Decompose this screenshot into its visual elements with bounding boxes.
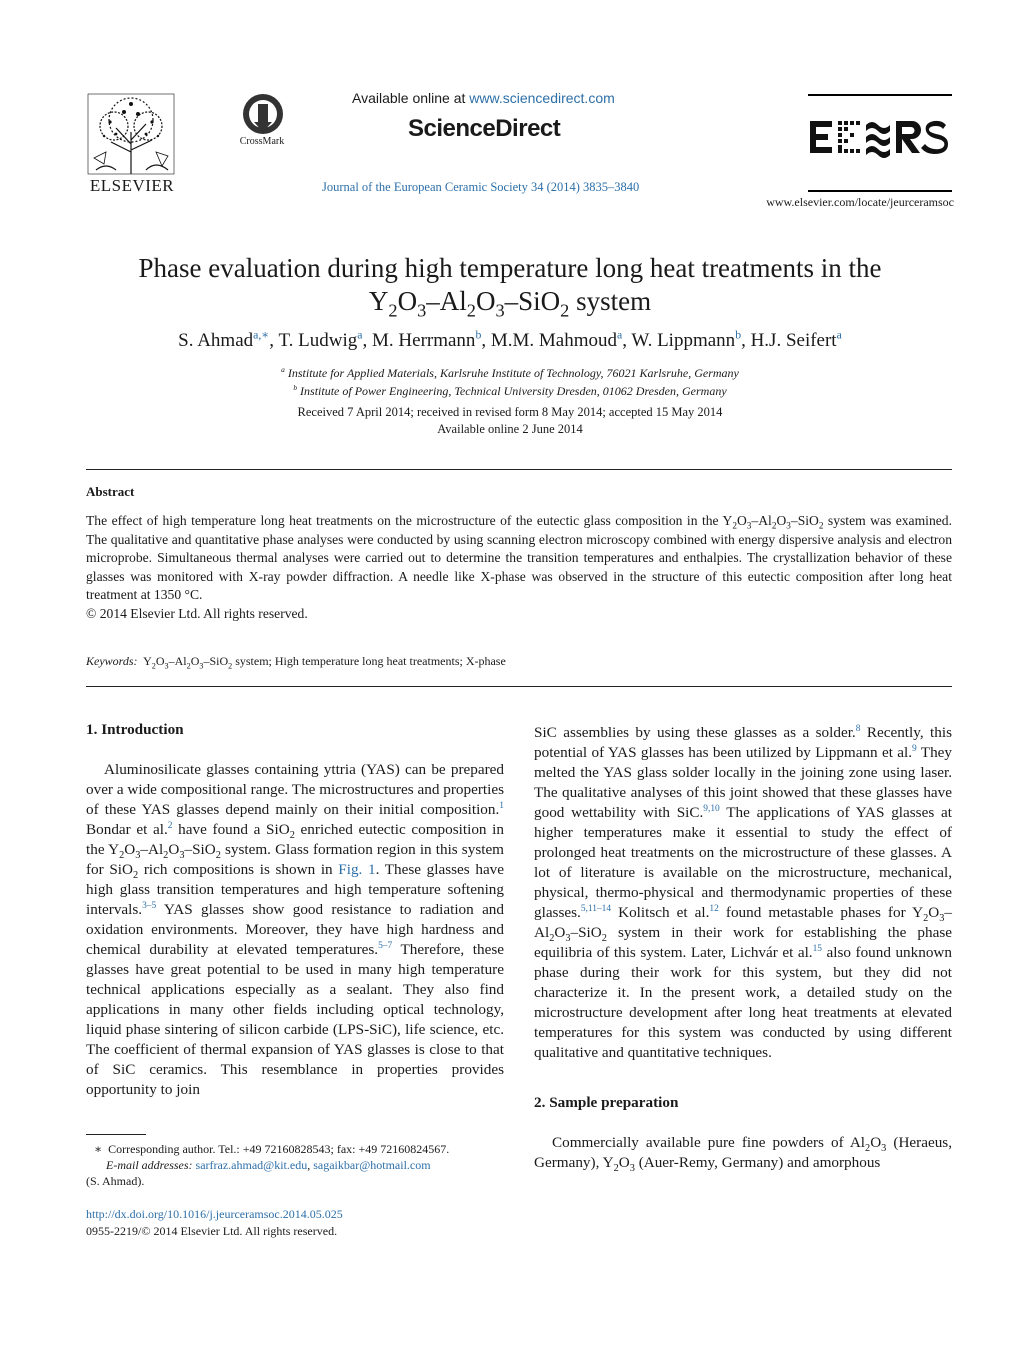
footnote-rule — [86, 1134, 146, 1135]
author-name: M.M. Mahmoud — [490, 330, 617, 351]
abstract-copyright: © 2014 Elsevier Ltd. All rights reserved… — [86, 605, 308, 621]
corresponding-author: Corresponding author. Tel.: +49 72160828… — [108, 1142, 450, 1156]
footnote-author: (S. Ahmad). — [86, 1174, 145, 1188]
ecers-logo — [810, 120, 948, 158]
intro-paragraph-continued: SiC assemblies by using these glasses as… — [534, 723, 952, 1061]
affil-text: Institute for Applied Materials, Karlsru… — [287, 366, 739, 380]
keywords-text: system; High temperature long heat treat… — [235, 654, 506, 668]
author-affil-mark[interactable]: a,∗ — [253, 328, 270, 342]
section-heading-intro: 1. Introduction — [86, 721, 184, 738]
footnote: ∗ Corresponding author. Tel.: +49 721608… — [86, 1141, 506, 1189]
author-affil-mark[interactable]: a — [836, 328, 842, 342]
sciencedirect-logo: ScienceDirect — [408, 115, 561, 142]
abstract-heading: Abstract — [86, 484, 135, 499]
author-affil-mark[interactable]: b — [475, 328, 482, 342]
affil-mark: a — [281, 365, 285, 374]
crossmark-icon[interactable] — [234, 92, 292, 152]
keywords-formula: Y2O3–Al2O3–SiO2 — [143, 654, 233, 671]
received-dates: Received 7 April 2014; received in revis… — [297, 405, 723, 419]
online-date: Available online 2 June 2014 — [437, 422, 583, 436]
divider — [86, 469, 952, 470]
abstract-formula: Y2O3–Al2O3–SiO2 — [722, 513, 824, 531]
doi-link[interactable]: http://dx.doi.org/10.1016/j.jeurceramsoc… — [86, 1207, 343, 1221]
author-name: M. Herrmann — [372, 330, 476, 351]
ecers-top-rule — [808, 94, 952, 96]
author-name: H.J. Seifert — [750, 330, 837, 351]
title-line-2: Y2O3–Al2O3–SiO2 system — [368, 286, 652, 321]
author-name: T. Ludwig — [278, 330, 358, 351]
author-affil-mark[interactable]: a — [357, 328, 363, 342]
abstract-body: The effect of high temperature long heat… — [86, 512, 952, 624]
author-name: S. Ahmad — [178, 330, 254, 351]
keywords-label: Keywords: — [86, 654, 138, 668]
email-link-1[interactable]: sarfraz.ahmad@kit.edu — [195, 1158, 308, 1172]
affil-text: Institute of Power Engineering, Technica… — [300, 384, 727, 398]
right-column: SiC assemblies by using these glasses as… — [534, 723, 952, 1175]
available-prefix: Available online at — [352, 90, 470, 106]
email-link-2[interactable]: sagaikbar@hotmail.com — [313, 1158, 431, 1172]
sciencedirect-link[interactable]: www.sciencedirect.com — [469, 90, 615, 106]
affil-mark: b — [293, 383, 298, 392]
fig1-link[interactable]: Fig. 1 — [338, 861, 376, 878]
journal-url[interactable]: www.elsevier.com/locate/jeurceramsoc — [766, 195, 954, 209]
divider — [86, 686, 952, 687]
author-name: W. Lippmann — [631, 330, 736, 351]
doi-block: http://dx.doi.org/10.1016/j.jeurceramsoc… — [86, 1206, 506, 1240]
crossmark-label: CrossMark — [239, 136, 285, 147]
author-affil-mark[interactable]: a — [616, 328, 623, 342]
affiliation-b: b Institute of Power Engineering, Techni… — [160, 384, 860, 399]
email-label: E-mail addresses: — [106, 1158, 193, 1172]
sample-paragraph: Commercially available pure fine powders… — [534, 1134, 952, 1175]
abstract-text-1: The effect of high temperature long heat… — [86, 513, 719, 528]
affiliation-a: a Institute for Applied Materials, Karls… — [160, 366, 860, 381]
abstract-text-2: system was examined. The qualitative and… — [86, 513, 952, 603]
journal-citation-link[interactable]: Journal of the European Ceramic Society … — [322, 180, 640, 194]
intro-paragraph: Aluminosilicate glasses containing yttri… — [86, 761, 505, 1098]
author-affil-mark[interactable]: b — [735, 328, 742, 342]
title-line-1: Phase evaluation during high temperature… — [138, 253, 882, 283]
available-online: Available online at www.sciencedirect.co… — [352, 90, 642, 106]
section-heading-sample: 2. Sample preparation — [534, 1094, 679, 1111]
author-list: S. Ahmada,∗, T. Ludwiga, M. Herrmannb, M… — [178, 328, 842, 351]
article-title: Phase evaluation during high temperature… — [60, 252, 960, 321]
left-column: 1. Introduction Aluminosilicate glasses … — [86, 720, 504, 1100]
keywords: Keywords: Y2O3–Al2O3–SiO2 system; High t… — [86, 654, 952, 671]
elsevier-tree-logo — [87, 93, 175, 175]
ecers-bottom-rule — [808, 190, 952, 192]
elsevier-wordmark: ELSEVIER — [89, 176, 175, 195]
issn-copyright: 0955-2219/© 2014 Elsevier Ltd. All right… — [86, 1224, 338, 1238]
